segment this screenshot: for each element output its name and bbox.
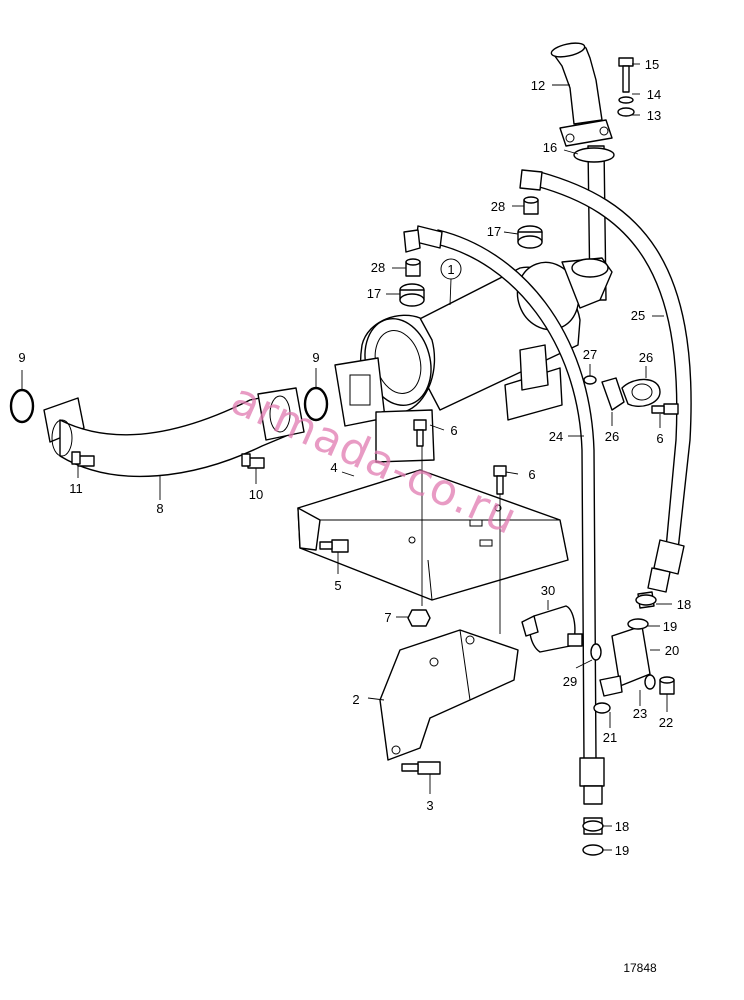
fitting-28-upper bbox=[523, 196, 539, 215]
callout-26-upper: 26 bbox=[639, 350, 653, 365]
callout-labels: 1 2 3 4 5 6 6 6 7 8 9 9 10 11 12 13 14 1… bbox=[18, 57, 691, 858]
callout-9-left: 9 bbox=[18, 350, 25, 365]
callout-30: 30 bbox=[541, 583, 555, 598]
callout-27: 27 bbox=[583, 347, 597, 362]
callout-15: 15 bbox=[645, 57, 659, 72]
callout-6-right: 6 bbox=[656, 431, 663, 446]
callout-7: 7 bbox=[384, 610, 391, 625]
callout-17-upper: 17 bbox=[487, 224, 501, 239]
washer-23 bbox=[644, 674, 656, 690]
callout-21: 21 bbox=[603, 730, 617, 745]
callout-9-right: 9 bbox=[312, 350, 319, 365]
gasket-16 bbox=[573, 147, 615, 163]
nut-7 bbox=[407, 609, 431, 627]
callout-19-upper: 19 bbox=[663, 619, 677, 634]
bolt-11 bbox=[71, 451, 95, 467]
callout-1: 1 bbox=[447, 262, 454, 277]
washer-21 bbox=[593, 702, 611, 714]
callout-14: 14 bbox=[647, 87, 661, 102]
callout-6-middle: 6 bbox=[528, 467, 535, 482]
fitting-18-upper bbox=[635, 591, 657, 609]
callout-13: 13 bbox=[647, 108, 661, 123]
callout-6-left: 6 bbox=[450, 423, 457, 438]
hose-25 bbox=[519, 169, 692, 593]
clamp-26 bbox=[601, 377, 661, 411]
fitting-18-lower bbox=[582, 817, 604, 835]
washer-27 bbox=[583, 375, 597, 385]
plug-22 bbox=[659, 676, 675, 695]
callout-28-upper: 28 bbox=[491, 199, 505, 214]
callout-19-lower: 19 bbox=[615, 843, 629, 858]
callout-25: 25 bbox=[631, 308, 645, 323]
hose-24 bbox=[403, 225, 605, 805]
bolt-10 bbox=[241, 453, 265, 469]
bolt-5 bbox=[319, 539, 349, 553]
callout-8: 8 bbox=[156, 501, 163, 516]
adapter-block-20 bbox=[599, 625, 651, 697]
mounting-plate bbox=[297, 469, 569, 601]
callout-28-lower: 28 bbox=[371, 260, 385, 275]
callout-24: 24 bbox=[549, 429, 563, 444]
washer-13 bbox=[617, 107, 635, 117]
exhaust-pipe bbox=[43, 387, 305, 478]
callout-29: 29 bbox=[563, 674, 577, 689]
washer-29 bbox=[590, 643, 602, 661]
callout-23: 23 bbox=[633, 706, 647, 721]
figure-number: 17848 bbox=[623, 961, 657, 975]
callout-26-lower: 26 bbox=[605, 429, 619, 444]
leader-lines bbox=[21, 63, 672, 851]
bracket bbox=[379, 629, 519, 761]
gasket-9-left bbox=[9, 388, 35, 424]
callout-12: 12 bbox=[531, 78, 545, 93]
callout-5: 5 bbox=[334, 578, 341, 593]
washer-14 bbox=[618, 96, 634, 104]
callout-22: 22 bbox=[659, 715, 673, 730]
callout-16: 16 bbox=[543, 140, 557, 155]
callout-17-lower: 17 bbox=[367, 286, 381, 301]
bolt-3 bbox=[401, 761, 441, 775]
fitting-17-upper bbox=[517, 225, 543, 249]
washer-19-upper bbox=[627, 618, 649, 630]
bolt-15 bbox=[618, 57, 634, 93]
callout-10: 10 bbox=[249, 487, 263, 502]
callout-3: 3 bbox=[426, 798, 433, 813]
washer-19-lower bbox=[582, 844, 604, 856]
fitting-17-lower bbox=[399, 283, 425, 307]
callout-11: 11 bbox=[69, 481, 83, 496]
callout-20: 20 bbox=[665, 643, 679, 658]
callout-2: 2 bbox=[352, 692, 359, 707]
callout-18-lower: 18 bbox=[615, 819, 629, 834]
sensor-30 bbox=[521, 605, 583, 653]
bolt-6-left bbox=[413, 419, 427, 447]
fitting-28-lower bbox=[405, 258, 421, 277]
bolt-6-right bbox=[651, 403, 679, 415]
callout-4: 4 bbox=[330, 460, 337, 475]
callout-18-upper: 18 bbox=[677, 597, 691, 612]
